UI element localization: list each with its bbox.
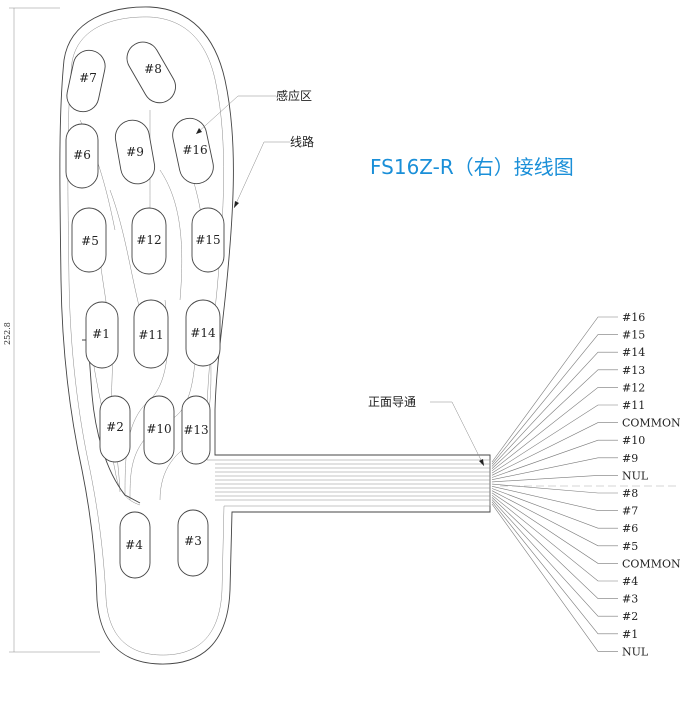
pad-7 <box>66 49 106 113</box>
pin-label: #7 <box>622 505 638 518</box>
pin-label: #4 <box>622 575 638 588</box>
connector-wire <box>491 490 618 547</box>
connector-fan <box>491 316 618 652</box>
connector-wire <box>491 404 618 474</box>
pad-label-11: #11 <box>138 328 163 342</box>
pad-label-2: #2 <box>106 420 124 434</box>
front-conduction-label: 正面导通 <box>368 395 416 409</box>
pin-label: #2 <box>622 610 638 623</box>
pin-label: #13 <box>622 364 645 377</box>
pad-6 <box>65 123 99 189</box>
insole-inner-outline <box>67 16 491 656</box>
pad-label-14: #14 <box>190 326 216 340</box>
pad-15 <box>191 207 225 273</box>
pin-label: #6 <box>622 522 638 535</box>
pad-16 <box>172 117 214 185</box>
pad-14 <box>185 299 221 367</box>
pad-3 <box>177 509 209 577</box>
pin-label: #9 <box>622 452 638 465</box>
pad-10 <box>143 395 175 465</box>
pad-9 <box>114 119 156 185</box>
pin-label: #15 <box>622 329 645 342</box>
pad-label-3: #3 <box>184 534 202 548</box>
pad-4 <box>119 511 151 579</box>
connector-wire <box>491 488 618 529</box>
pin-label: #11 <box>622 399 645 412</box>
connector-wire <box>491 475 618 483</box>
insole-outline <box>59 6 491 665</box>
pad-label-5: #5 <box>81 234 99 248</box>
pad-label-12: #12 <box>136 233 161 247</box>
connector-wire <box>491 387 618 472</box>
circuit-label: 线路 <box>290 134 314 149</box>
pad-label-10: #10 <box>146 422 171 436</box>
pin-label: #12 <box>622 381 645 394</box>
connector-wire <box>491 369 618 469</box>
connector-wire <box>491 486 618 511</box>
pad-label-4: #4 <box>125 538 143 552</box>
annotations: 感应区 线路 正面导通 <box>195 88 485 467</box>
dimension-line: 252.8 <box>3 7 100 653</box>
pad-11 <box>133 299 169 369</box>
connector-wire <box>491 422 618 476</box>
pad-label-1: #1 <box>92 327 110 341</box>
diagram-title: FS16Z-R（右）接线图 <box>370 155 574 179</box>
pad-2 <box>99 395 131 463</box>
connector-wire <box>491 439 618 478</box>
connector-wire <box>491 503 618 652</box>
sensing-area-label: 感应区 <box>276 88 312 103</box>
pad-1 <box>85 301 119 369</box>
arrow-head-icon <box>234 201 239 208</box>
pin-label: #8 <box>622 487 638 500</box>
pin-label: #16 <box>622 311 645 324</box>
connector-wire <box>491 351 618 467</box>
connector-wire <box>491 492 618 564</box>
pad-label-7: #7 <box>79 71 97 85</box>
pad-label-16: #16 <box>182 143 207 157</box>
connector-wire <box>491 483 618 494</box>
pin-label: NUL <box>622 645 649 658</box>
connector-wire <box>491 499 618 617</box>
pad-13 <box>181 395 211 465</box>
pad-5 <box>71 207 107 273</box>
pin-label: #1 <box>622 628 638 641</box>
sensor-pads <box>65 41 225 579</box>
pad-8 <box>126 41 176 104</box>
pad-labels: #7 #8 #6 #9 #16 #5 #12 #15 #1 #11 #14 #2… <box>73 62 221 552</box>
pad-label-15: #15 <box>195 233 220 247</box>
connector-wire <box>491 501 618 635</box>
pad-label-13: #13 <box>183 423 208 437</box>
pad-label-8: #8 <box>144 62 162 76</box>
pin-label: COMMON <box>622 557 680 570</box>
dimension-text: 252.8 <box>3 322 12 345</box>
pin-label: #10 <box>622 434 645 447</box>
pad-label-6: #6 <box>73 148 91 162</box>
connector-wire <box>491 494 618 582</box>
pin-label: COMMON <box>622 417 680 430</box>
pin-label: NUL <box>622 469 649 482</box>
connector-wire <box>491 497 618 599</box>
connector-wire <box>491 334 618 465</box>
pin-label: #14 <box>622 346 645 359</box>
pin-label: #5 <box>622 540 638 553</box>
pin-label: #3 <box>622 593 638 606</box>
connector-wire <box>491 457 618 480</box>
pad-12 <box>131 207 167 275</box>
pad-label-9: #9 <box>126 145 144 159</box>
connector-wire <box>491 316 618 463</box>
arrow-head-icon <box>479 459 484 466</box>
arrow-head-icon <box>196 128 202 134</box>
